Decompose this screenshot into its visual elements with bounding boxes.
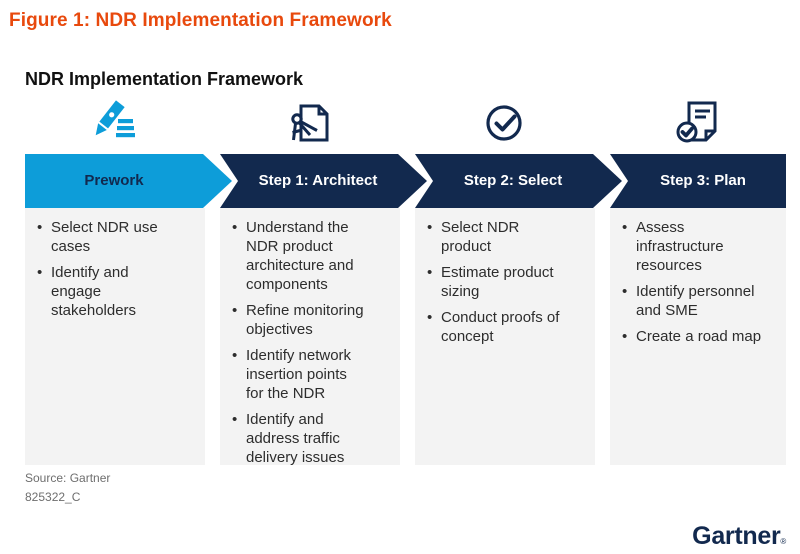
document-check-icon: [674, 99, 722, 147]
bullet-text: Create a road map: [636, 328, 762, 345]
prework-icon-cell: [25, 96, 205, 150]
panel-step1-architect: Understand the NDR product architecture …: [220, 208, 400, 467]
architect-icon-cell: [220, 96, 400, 150]
bullet-text: Identify and engage stakeholders: [51, 264, 137, 319]
panel-prework: Select NDR use cases Identify and engage…: [25, 208, 205, 465]
compass-document-icon: [286, 99, 334, 147]
bullet-text: Understand the NDR product architecture …: [246, 219, 354, 293]
figure-title: Figure 1: NDR Implementation Framework: [9, 10, 392, 31]
select-icon-cell: [415, 96, 595, 150]
arrow-step3-label: Step 3: Plan: [660, 172, 746, 189]
bullet-text: Identify and address traffic delivery is…: [246, 411, 345, 466]
pencil-notes-icon: [90, 98, 140, 148]
list-item: Create a road map: [622, 327, 786, 346]
arrow-step1-label: Step 1: Architect: [258, 172, 378, 189]
list-item: Identify network insertion points for th…: [232, 346, 400, 403]
list-item: Conduct proofs of concept: [427, 308, 595, 346]
arrow-step2-select: Step 2: Select: [415, 154, 622, 208]
bullet-text: Identify network insertion points for th…: [246, 347, 352, 402]
bullet-text: Estimate product sizing: [441, 264, 554, 300]
arrow-step3-plan: Step 3: Plan: [610, 154, 786, 208]
list-item: Estimate product sizing: [427, 263, 595, 301]
list-item: Select NDR product: [427, 218, 595, 256]
arrow-step1-architect: Step 1: Architect: [220, 154, 427, 208]
list-item: Assess infrastructure resources: [622, 218, 786, 275]
panel-step3-plan: Assess infrastructure resources Identify…: [610, 208, 786, 465]
gartner-logo-text: Gartner: [692, 522, 781, 550]
diagram-title: NDR Implementation Framework: [25, 69, 304, 89]
check-circle-icon: [485, 103, 525, 143]
panel-step2-select: Select NDR product Estimate product sizi…: [415, 208, 595, 465]
bullet-text: Refine monitoring objectives: [246, 302, 364, 338]
document-id: 825322_C: [25, 490, 81, 504]
list-item: Identify and engage stakeholders: [37, 263, 205, 320]
list-item: Identify and address traffic delivery is…: [232, 410, 400, 467]
bullet-text: Select NDR product: [441, 219, 520, 255]
bullet-text: Select NDR use cases: [51, 219, 158, 255]
list-item: Identify personnel and SME: [622, 282, 786, 320]
list-item: Select NDR use cases: [37, 218, 205, 256]
arrow-step2-label: Step 2: Select: [463, 172, 563, 189]
registered-mark: ®: [780, 537, 786, 546]
arrow-prework: Prework: [25, 154, 232, 208]
bullet-text: Conduct proofs of concept: [441, 309, 560, 345]
bullet-text: Assess infrastructure resources: [636, 219, 724, 274]
source-note: Source: Gartner: [25, 471, 111, 485]
bullet-text: Identify personnel and SME: [636, 283, 755, 319]
arrow-prework-label: Prework: [84, 172, 144, 189]
list-item: Refine monitoring objectives: [232, 301, 400, 339]
plan-icon-cell: [610, 96, 786, 150]
gartner-logo: Gartner®: [692, 522, 786, 551]
list-item: Understand the NDR product architecture …: [232, 218, 400, 294]
